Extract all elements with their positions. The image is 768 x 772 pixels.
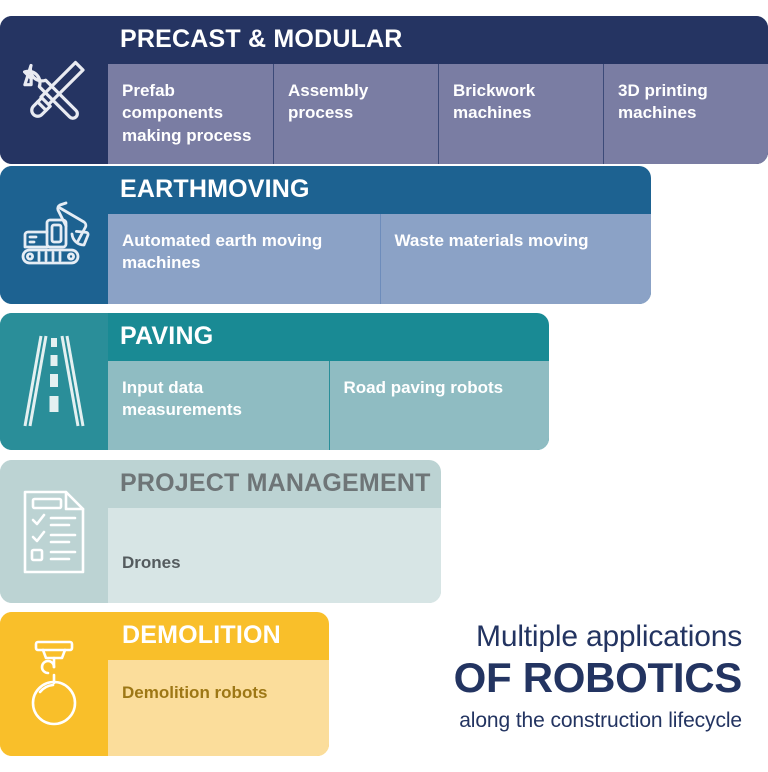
icon-cell-precast <box>0 16 108 164</box>
caption-line-sub: along the construction lifecycle <box>459 709 742 733</box>
cell-paving-1[interactable]: Road paving robots <box>328 361 550 450</box>
row-paving: PAVING Input data measurements Road pavi… <box>0 313 549 450</box>
cells-project: Drones <box>108 508 441 603</box>
row-title-earthmoving: EARTHMOVING <box>120 175 310 203</box>
cell-earthmoving-0[interactable]: Automated earth moving machines <box>122 231 323 273</box>
cell-project-0[interactable]: Drones <box>122 553 181 572</box>
body-paving: PAVING Input data measurements Road pavi… <box>108 313 549 450</box>
cell-precast-1[interactable]: Assembly process <box>273 64 438 164</box>
road-icon <box>19 333 89 431</box>
icon-cell-project <box>0 460 108 603</box>
cell-precast-3[interactable]: 3D printing machines <box>603 64 768 164</box>
body-earthmoving: EARTHMOVING Automated earth moving machi… <box>108 166 651 304</box>
row-title-precast: PRECAST & MODULAR <box>120 25 403 53</box>
row-title-demolition: DEMOLITION <box>122 621 281 649</box>
cell-precast-2[interactable]: Brickwork machines <box>438 64 603 164</box>
row-demolition: DEMOLITION Demolition robots <box>0 612 329 756</box>
icon-cell-earthmoving <box>0 166 108 304</box>
cells-demolition: Demolition robots <box>108 660 329 756</box>
body-precast: PRECAST & MODULAR Prefab components maki… <box>108 16 768 164</box>
row-project-management: PROJECT MANAGEMENT Drones <box>0 460 441 603</box>
icon-cell-paving <box>0 313 108 450</box>
row-precast-and-modular: PRECAST & MODULAR Prefab components maki… <box>0 16 768 164</box>
icon-cell-demolition <box>0 612 108 756</box>
caption-line-main: OF ROBOTICS <box>453 653 743 701</box>
caption-line-top: Multiple applications <box>476 620 742 653</box>
cell-paving-0[interactable]: Input data measurements <box>122 378 243 420</box>
cells-paving: Input data measurements Road paving robo… <box>108 361 549 450</box>
checklist-document-icon <box>21 488 87 576</box>
caption-block: Multiple applications OF ROBOTICS along … <box>322 620 743 733</box>
cells-earthmoving: Automated earth moving machines Waste ma… <box>108 214 651 304</box>
cells-precast: Prefab components making process Assembl… <box>108 64 768 164</box>
excavator-icon <box>14 199 94 271</box>
cell-earthmoving-1[interactable]: Waste materials moving <box>379 214 652 304</box>
cell-demolition-0[interactable]: Demolition robots <box>122 683 268 702</box>
wrecking-ball-icon <box>23 638 85 730</box>
cell-precast-0[interactable]: Prefab components making process <box>122 81 252 145</box>
body-project: PROJECT MANAGEMENT Drones <box>108 460 441 603</box>
body-demolition: DEMOLITION Demolition robots <box>108 612 329 756</box>
row-title-project: PROJECT MANAGEMENT <box>120 469 431 497</box>
row-earthmoving: EARTHMOVING Automated earth moving machi… <box>0 166 651 304</box>
row-title-paving: PAVING <box>120 322 214 350</box>
wrench-screwdriver-icon <box>17 53 91 127</box>
